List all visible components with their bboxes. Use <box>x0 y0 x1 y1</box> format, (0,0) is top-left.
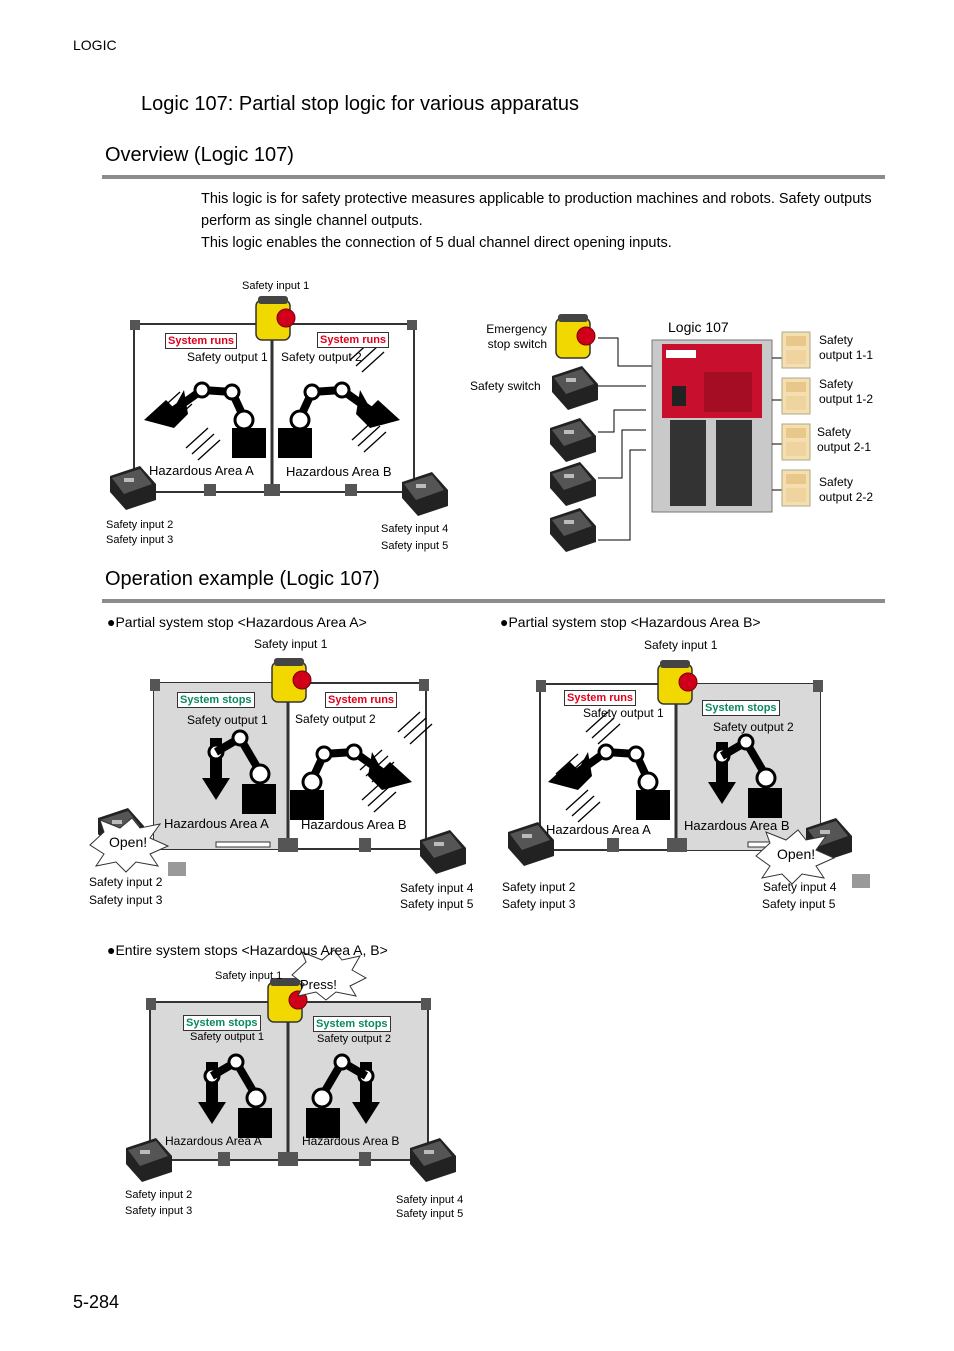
case-a-enclosure <box>89 657 466 876</box>
b-area-a: Hazardous Area A <box>546 822 651 837</box>
wiring-safety-switch-label: Safety switch <box>470 379 541 393</box>
ov-status-a: System runs <box>165 333 238 349</box>
b-safety-input-3: Safety input 3 <box>502 897 576 911</box>
a-safety-output-2: Safety output 2 <box>295 712 376 726</box>
a-area-a: Hazardous Area A <box>164 816 269 831</box>
all-safety-input-5: Safety input 5 <box>396 1208 464 1220</box>
a-safety-input-1: Safety input 1 <box>254 637 328 651</box>
wiring-output-1-2: Safety output 1-2 <box>819 377 874 406</box>
case-all-title: ●Entire system stops <Hazardous Area A, … <box>107 942 388 958</box>
b-status-a: System runs <box>564 690 637 706</box>
b-safety-input-5: Safety input 5 <box>762 897 836 911</box>
wiring-module-label: Logic 107 <box>668 319 729 335</box>
ov-safety-input-5: Safety input 5 <box>381 540 449 552</box>
a-open-callout: Open! <box>109 834 148 850</box>
wiring-estop-label: Emergency stop switch <box>486 322 547 351</box>
all-safety-input-2: Safety input 2 <box>125 1189 193 1201</box>
a-safety-output-1: Safety output 1 <box>187 713 268 727</box>
all-area-a: Hazardous Area A <box>165 1134 262 1148</box>
wiring-output-2-1: Safety output 2-1 <box>817 425 872 454</box>
page-number: 5-284 <box>73 1292 120 1312</box>
all-press-callout: Press! <box>300 977 337 992</box>
a-area-b: Hazardous Area B <box>301 817 407 832</box>
case-b-enclosure <box>508 659 870 888</box>
wiring-output-2-2: Safety output 2-2 <box>819 475 874 504</box>
ov-status-b: System runs <box>317 332 390 348</box>
b-area-b: Hazardous Area B <box>684 818 790 833</box>
b-safety-input-1: Safety input 1 <box>644 638 718 652</box>
operation-heading: Operation example (Logic 107) <box>105 568 380 590</box>
b-safety-output-2: Safety output 2 <box>713 720 794 734</box>
a-safety-input-5: Safety input 5 <box>400 897 474 911</box>
a-status-a: System stops <box>177 692 255 708</box>
all-safety-input-4: Safety input 4 <box>396 1194 464 1206</box>
b-status-b: System stops <box>702 700 780 716</box>
overview-enclosure <box>110 295 448 516</box>
section-rule <box>102 175 885 179</box>
ov-safety-output-2: Safety output 2 <box>281 350 362 364</box>
wiring-diagram <box>550 313 811 552</box>
section-rule <box>102 599 885 603</box>
all-area-b: Hazardous Area B <box>302 1134 400 1148</box>
b-open-callout: Open! <box>777 846 816 862</box>
all-status-b: System stops <box>313 1016 391 1032</box>
ov-safety-output-1: Safety output 1 <box>187 350 268 364</box>
a-safety-input-2: Safety input 2 <box>89 875 163 889</box>
all-safety-input-3: Safety input 3 <box>125 1205 193 1217</box>
overview-text: This logic is for safety protective meas… <box>201 188 891 254</box>
b-safety-output-1: Safety output 1 <box>583 706 664 720</box>
page-title: Logic 107: Partial stop logic for variou… <box>141 93 580 115</box>
all-status-a: System stops <box>183 1015 261 1031</box>
b-safety-input-2: Safety input 2 <box>502 880 576 894</box>
a-safety-input-3: Safety input 3 <box>89 893 163 907</box>
ov-safety-input-2: Safety input 2 <box>106 519 174 531</box>
all-safety-input-1: Safety input 1 <box>215 970 283 982</box>
case-a-title: ●Partial system stop <Hazardous Area A> <box>107 614 367 630</box>
section-header: LOGIC <box>73 37 117 53</box>
ov-safety-input-1: Safety input 1 <box>242 280 310 292</box>
overview-heading: Overview (Logic 107) <box>105 144 294 166</box>
overview-paragraph-1: This logic is for safety protective meas… <box>201 191 872 229</box>
b-safety-input-4: Safety input 4 <box>763 880 837 894</box>
a-status-b: System runs <box>325 692 398 708</box>
all-safety-output-2: Safety output 2 <box>317 1033 391 1045</box>
ov-area-a: Hazardous Area A <box>149 463 254 478</box>
a-safety-input-4: Safety input 4 <box>400 881 474 895</box>
case-b-title: ●Partial system stop <Hazardous Area B> <box>500 614 761 630</box>
ov-area-b: Hazardous Area B <box>286 464 392 479</box>
wiring-output-1-1: Safety output 1-1 <box>819 333 874 362</box>
ov-safety-input-3: Safety input 3 <box>106 534 174 546</box>
ov-safety-input-4: Safety input 4 <box>381 523 449 535</box>
all-safety-output-1: Safety output 1 <box>190 1031 264 1043</box>
overview-paragraph-2: This logic enables the connection of 5 d… <box>201 235 672 251</box>
